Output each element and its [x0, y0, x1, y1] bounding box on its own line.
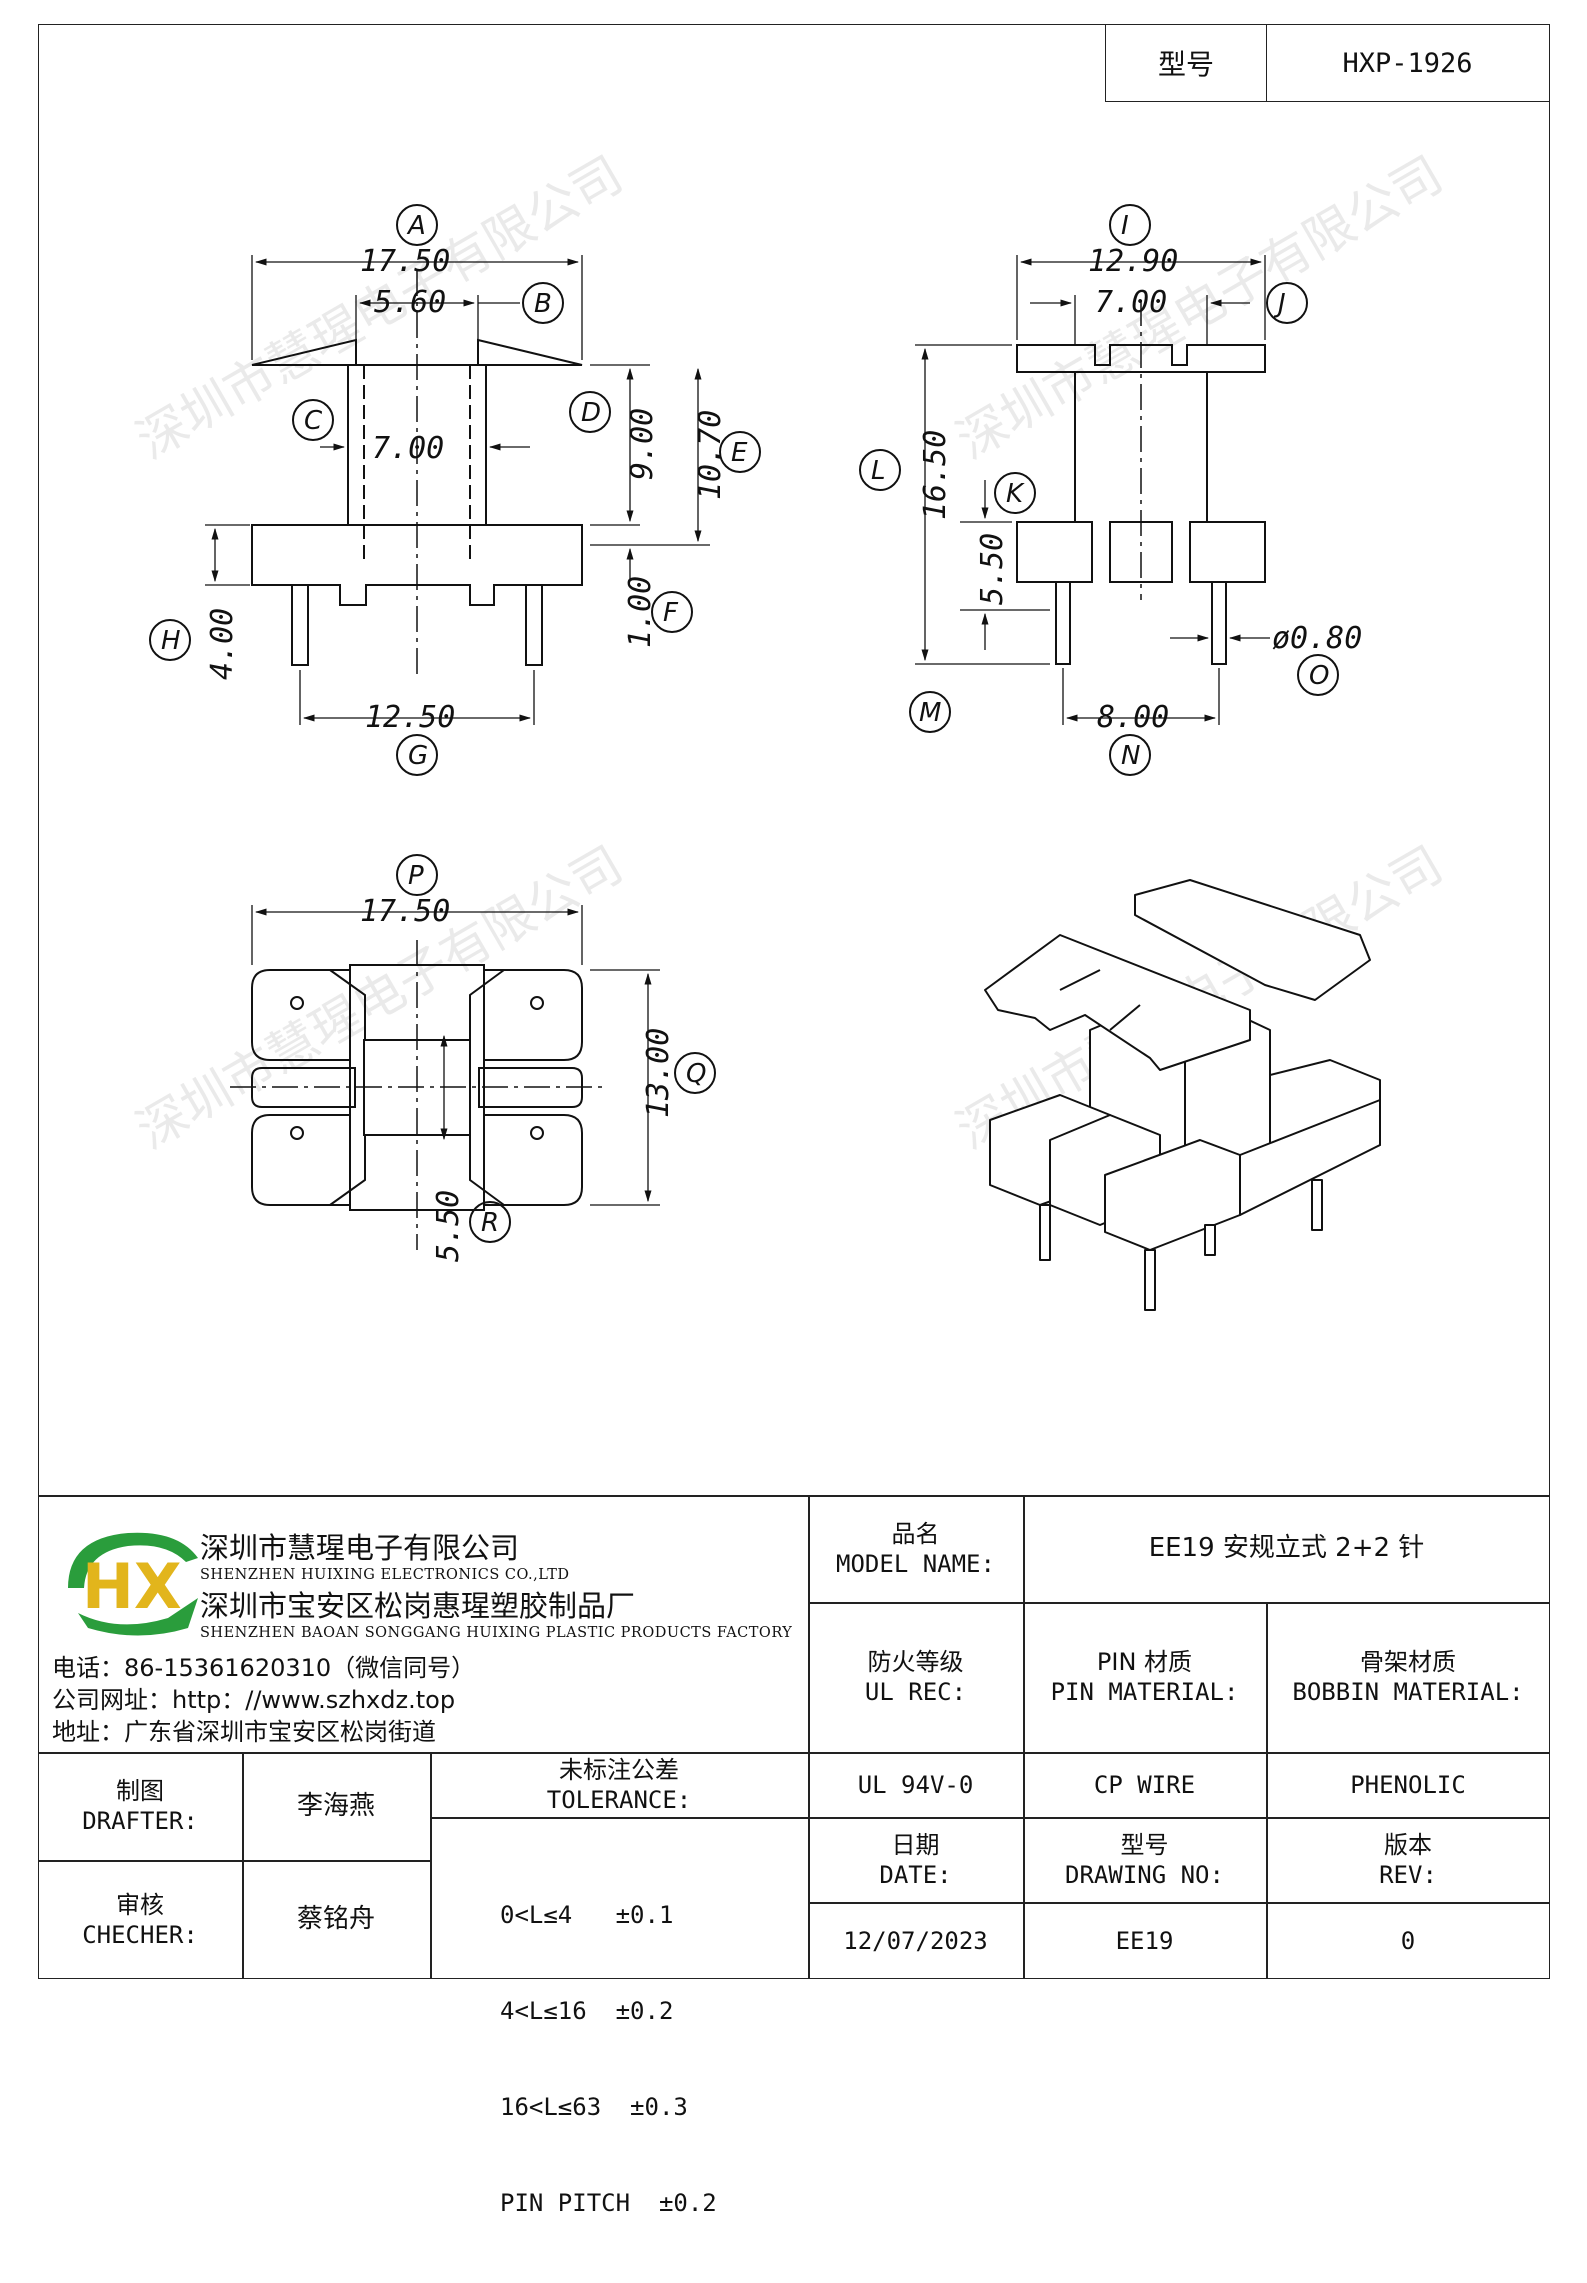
model-name-header: 品名 MODEL NAME: — [836, 1519, 995, 1578]
watermark-group: 深圳市慧瑆电子有限公司 深圳市慧瑆电子有限公司 深圳市慧瑆电子有限公司 深圳市慧… — [127, 145, 1452, 1160]
front-pin-left — [291, 584, 309, 666]
dim-N: 8.00 — [1097, 700, 1169, 735]
bottom-tab-bl — [251, 1114, 351, 1206]
dim-A: 17.50 — [360, 244, 450, 279]
ul-value: UL 94V-0 — [857, 1770, 974, 1799]
label-N: N — [1121, 741, 1140, 771]
watermark-3: 深圳市慧瑆电子有限公司 — [127, 835, 632, 1160]
isometric-view — [984, 879, 1381, 1311]
tolerance-line: PIN PITCH ±0.2 — [500, 2189, 717, 2217]
dim-I: 12.90 — [1088, 244, 1178, 279]
address-text: 地址：广东省深圳市宝安区松岗街道 — [52, 1718, 436, 1746]
dim-J: 7.00 — [1095, 285, 1167, 320]
website-text: 公司网址：http：//www.szhxdz.top — [52, 1686, 456, 1714]
label-O: O — [1309, 661, 1329, 691]
dim-C-inner: 7.00 — [372, 431, 444, 466]
side-view — [859, 204, 1339, 776]
front-top-flange-right — [477, 338, 583, 366]
date-value: 12/07/2023 — [843, 1926, 988, 1955]
dim-G: 12.50 — [365, 700, 455, 735]
phone-text: 电话：86-15361620310（微信同号） — [52, 1654, 476, 1682]
checker-header: 审核 CHECHER: — [82, 1890, 198, 1949]
label-M: M — [919, 698, 941, 728]
company-en-1: SHENZHEN HUIXING ELECTRONICS CO.,LTD — [200, 1567, 570, 1583]
side-pin-right — [1211, 581, 1227, 665]
label-A: A — [406, 211, 426, 241]
ul-rec-header: 防火等级 UL REC: — [864, 1648, 967, 1706]
dim-P: 17.50 — [360, 894, 450, 929]
drafter-header: 制图 DRAFTER: — [82, 1777, 198, 1835]
front-view-labels: 17.50 5.60 7.00 9.00 10.70 1.00 4.00 12.… — [161, 211, 748, 771]
bottom-view — [230, 854, 716, 1250]
side-block-right — [1189, 521, 1266, 583]
label-D: D — [581, 398, 601, 428]
watermark-2: 深圳市慧瑆电子有限公司 — [947, 145, 1452, 470]
label-B: B — [534, 289, 552, 319]
tolerance-table: 0<L≤4 ±0.1 4<L≤16 ±0.2 16<L≤63 ±0.3 PIN … — [500, 1835, 717, 2283]
model-value: HXP-1926 — [1342, 47, 1473, 79]
checker-name: 蔡铭舟 — [296, 1904, 375, 1935]
label-G: G — [408, 741, 428, 771]
company-logo: HX — [68, 1532, 198, 1636]
pin-material-header: PIN 材质 PIN MATERIAL: — [1050, 1648, 1239, 1706]
dim-L: 16.50 — [918, 430, 953, 520]
front-base — [251, 524, 583, 606]
label-P: P — [408, 861, 424, 891]
side-pin-left — [1055, 581, 1071, 665]
rev-value: 0 — [1400, 1926, 1416, 1955]
front-pin-right — [525, 584, 543, 666]
side-top-flange — [1016, 344, 1266, 373]
side-view-labels: 12.90 7.00 16.50 5.50 ø0.80 8.00 I J L K… — [871, 211, 1362, 771]
bottom-tab-br — [483, 1114, 583, 1206]
label-C: C — [304, 406, 323, 436]
dim-H: 4.00 — [205, 608, 240, 680]
bobbin-material-header: 骨架材质 BOBBIN MATERIAL: — [1292, 1648, 1524, 1706]
side-block-left — [1016, 521, 1093, 583]
model-name-value: EE19 安规立式 2+2 针 — [1148, 1533, 1425, 1564]
pin-material-value: CP WIRE — [1093, 1770, 1196, 1799]
label-R: R — [481, 1208, 499, 1238]
company-en-2: SHENZHEN BAOAN SONGGANG HUIXING PLASTIC … — [200, 1625, 793, 1641]
drawing-no-value: EE19 — [1115, 1926, 1174, 1955]
front-top-flange-left — [251, 338, 357, 366]
tolerance-header: 未标注公差 TOLERANCE: — [546, 1755, 692, 1814]
label-L: L — [871, 456, 886, 486]
model-header-box: 型号 HXP-1926 — [1105, 24, 1550, 102]
bottom-tab-tr — [483, 969, 583, 1061]
company-names: 深圳市慧瑆电子有限公司 SHENZHEN HUIXING ELECTRONICS… — [200, 1525, 792, 1641]
bottom-view-labels: 17.50 13.00 5.50 P Q R — [360, 861, 706, 1262]
date-header: 日期 DATE: — [879, 1830, 952, 1889]
label-Q: Q — [686, 1059, 706, 1089]
tolerance-line: 4<L≤16 ±0.2 — [500, 1997, 674, 2025]
label-I: I — [1121, 211, 1129, 241]
model-label: 型号 — [1106, 25, 1267, 101]
drawing-frame — [38, 24, 1550, 1979]
rev-header: 版本 REV: — [1379, 1830, 1437, 1889]
dim-R: 5.50 — [431, 1190, 466, 1262]
technical-drawing: 深圳市慧瑆电子有限公司 深圳市慧瑆电子有限公司 深圳市慧瑆电子有限公司 深圳市慧… — [127, 145, 1452, 1311]
front-view — [149, 204, 761, 776]
dim-D: 9.00 — [625, 408, 660, 480]
logo-letters: HX — [82, 1550, 182, 1623]
label-H: H — [161, 626, 181, 656]
dim-E: 10.70 — [693, 410, 728, 500]
contact-info: 电话：86-15361620310（微信同号） 公司网址：http：//www.… — [52, 1652, 475, 1748]
dim-B: 5.60 — [374, 285, 446, 320]
label-K: K — [1006, 479, 1025, 509]
label-E: E — [731, 438, 748, 468]
dim-K: 5.50 — [975, 533, 1010, 605]
drawing-no-header: 型号 DRAWING NO: — [1065, 1830, 1224, 1889]
bobbin-material-value: PHENOLIC — [1350, 1770, 1466, 1799]
tolerance-line: 16<L≤63 ±0.3 — [500, 2093, 688, 2121]
tolerance-line: 0<L≤4 ±0.1 — [500, 1901, 674, 1929]
bottom-tab-tl — [251, 969, 351, 1061]
dim-O: ø0.80 — [1272, 621, 1362, 656]
company-cn-1: 深圳市慧瑆电子有限公司 — [200, 1531, 520, 1565]
drafter-name: 李海燕 — [296, 1790, 375, 1821]
dim-Q: 13.00 — [641, 1028, 676, 1118]
dim-F: 1.00 — [623, 576, 658, 648]
company-cn-2: 深圳市宝安区松岗惠瑆塑胶制品厂 — [200, 1589, 636, 1623]
label-F: F — [663, 598, 679, 628]
